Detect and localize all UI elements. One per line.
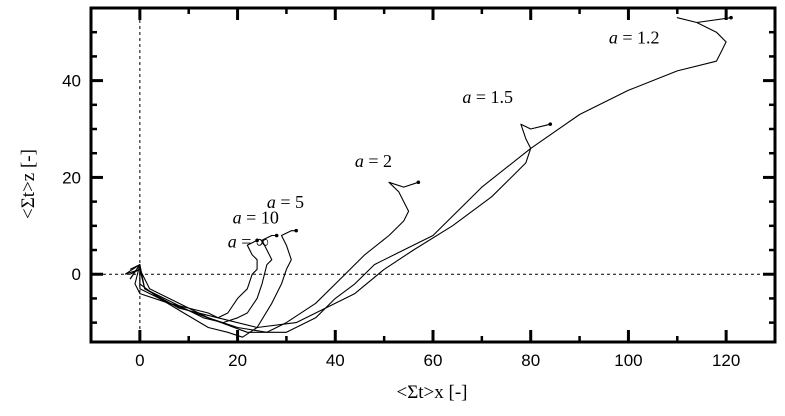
series-annotation-label: a = 5 — [267, 192, 304, 212]
series-end-point — [294, 228, 299, 233]
x-tick-label: 20 — [228, 351, 247, 370]
annotations: a = ∞ a = 10a = 5 a = 2 a = 1.5 a = 1.2 — [228, 27, 660, 251]
plot-frame — [89, 6, 777, 344]
data-layer — [124, 15, 733, 338]
plot-border — [89, 6, 777, 344]
series-line-6 — [124, 17, 732, 333]
y-axis-title: <Σt>z [-] — [18, 149, 39, 219]
series-line-5 — [129, 123, 551, 329]
x-axis-title: <Σt>x [-] — [397, 382, 468, 403]
y-tick-label: 0 — [72, 265, 81, 284]
x-tick-label: 100 — [614, 351, 642, 370]
x-tick-label: 0 — [135, 351, 144, 370]
series-line-2 — [125, 234, 277, 324]
y-tick-label: 20 — [62, 168, 81, 187]
x-tick-label: 40 — [326, 351, 345, 370]
axis-ticks: 0 20 40 60 80 100 120 0 20 40 — [62, 8, 777, 370]
series-annotation-label: a = 10 — [233, 207, 279, 227]
series-annotation-label: a = 1.5 — [462, 87, 513, 107]
series-annotation-label: a = 2 — [355, 151, 392, 171]
x-tick-label: 60 — [424, 351, 443, 370]
series-end-point — [548, 122, 553, 126]
series-end-point — [416, 180, 421, 185]
y-tick-label: 40 — [62, 72, 81, 91]
series-annotation-label: a = 1.2 — [609, 27, 660, 47]
series-line-4 — [129, 181, 419, 333]
series-end-point — [274, 233, 279, 238]
x-tick-label: 120 — [712, 351, 740, 370]
series-end-point — [255, 238, 259, 243]
series-line-1 — [129, 239, 258, 319]
x-tick-label: 80 — [521, 351, 540, 370]
series-annotation-label: a = ∞ — [228, 232, 269, 252]
reference-lines — [91, 8, 775, 342]
series-line-3 — [129, 230, 297, 338]
series-end-point — [729, 15, 733, 20]
